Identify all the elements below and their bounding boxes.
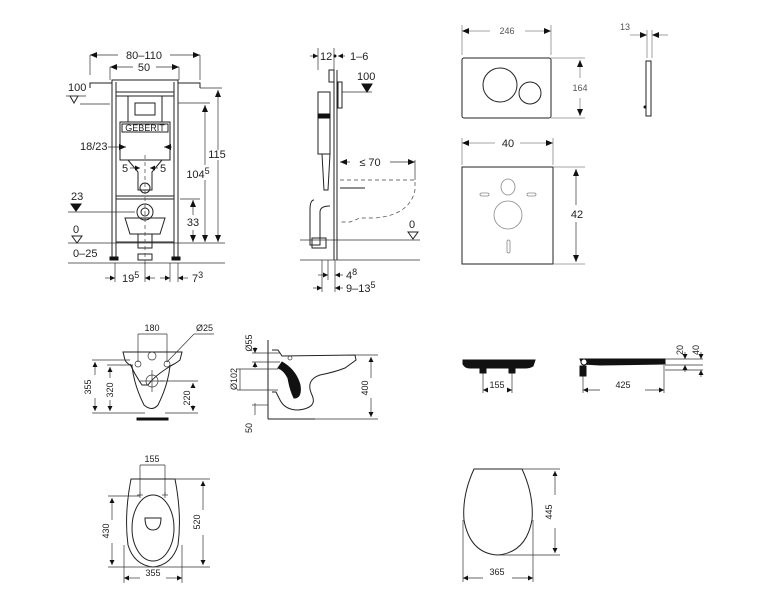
dim-seat-length: 425 — [615, 380, 630, 390]
dim-bowl-height-355: 355 — [83, 379, 93, 394]
dim-offset-4: 48 — [346, 267, 357, 282]
dim-height-total: 115 — [208, 149, 226, 161]
dim-top-depth-430: 430 — [101, 523, 111, 538]
offset-left-label: 5 — [122, 163, 128, 175]
foot-left-label: 195 — [122, 270, 139, 285]
dim-seat-width: 365 — [489, 567, 504, 577]
frame-side-view: 12 1–6 100 ≤ 70 0 48 — [300, 48, 420, 295]
level-0-label: 0 — [73, 224, 79, 236]
dim-depth-12: 12 — [320, 51, 332, 63]
dim-mat-width: 40 — [502, 138, 514, 150]
dim-seat-thickness-40: 40 — [691, 345, 701, 355]
seat-front-view: 155 — [462, 359, 536, 393]
bowl-side-view: Ø55 Ø102 50 400 — [229, 334, 378, 433]
brand-label: GEBERIT — [125, 123, 165, 133]
dim-top-depth-520: 520 — [192, 514, 202, 529]
dim-wall-1-6: 1–6 — [350, 51, 368, 63]
dim-width-inner: 50 — [138, 62, 150, 74]
dim-top-hole-spacing: 155 — [144, 454, 159, 464]
flush-plate-view: 246 164 13 — [461, 22, 668, 119]
floor-range-label: 0–25 — [73, 248, 97, 260]
dim-bowl-height-400: 400 — [360, 380, 370, 395]
dim-bowl-height-220: 220 — [182, 390, 192, 405]
dim-hole-diameter: Ø25 — [196, 323, 213, 333]
seat-side-view: 20 40 425 — [579, 345, 704, 393]
dim-width-range: 80–110 — [126, 50, 162, 62]
pipe-size-label: 18/23 — [80, 141, 108, 153]
dim-plate-thickness: 13 — [620, 22, 630, 32]
bowl-front-view: 180 Ø25 355 320 220 — [83, 323, 214, 421]
level-100-label: 100 — [68, 82, 86, 94]
seat-top-view: 445 365 — [462, 468, 560, 582]
bowl-top-view: 155 430 520 355 — [101, 454, 210, 583]
dim-height-frame: 1045 — [186, 166, 209, 181]
dim-mat-height: 42 — [571, 209, 583, 221]
dim-plate-height: 164 — [572, 83, 587, 93]
level-100-side-label: 100 — [357, 71, 375, 83]
dim-plate-width: 246 — [499, 26, 514, 36]
dim-offset-50: 50 — [244, 423, 254, 433]
dim-seat-depth: 445 — [544, 504, 554, 519]
dim-projection: ≤ 70 — [359, 157, 380, 169]
offset-right-label: 5 — [160, 163, 166, 175]
dim-inlet-diameter: Ø55 — [244, 334, 254, 351]
dim-bowl-height-320: 320 — [105, 382, 115, 397]
dim-offset-9-13: 9–135 — [346, 280, 376, 295]
frame-front-view: 80–110 50 GEBERIT — [66, 50, 226, 285]
foot-right-label: 73 — [192, 270, 203, 285]
dim-hole-spacing: 180 — [144, 323, 159, 333]
dim-outlet-diameter: Ø102 — [229, 368, 239, 390]
dim-height-33: 33 — [187, 217, 199, 229]
level-23-label: 23 — [71, 191, 83, 203]
dim-top-width: 355 — [145, 568, 160, 578]
dim-hinge-spacing: 155 — [489, 380, 504, 390]
sound-mat-view: 40 42 — [461, 138, 585, 265]
level-0-side-label: 0 — [409, 219, 415, 231]
dim-seat-thickness-20: 20 — [675, 345, 685, 355]
